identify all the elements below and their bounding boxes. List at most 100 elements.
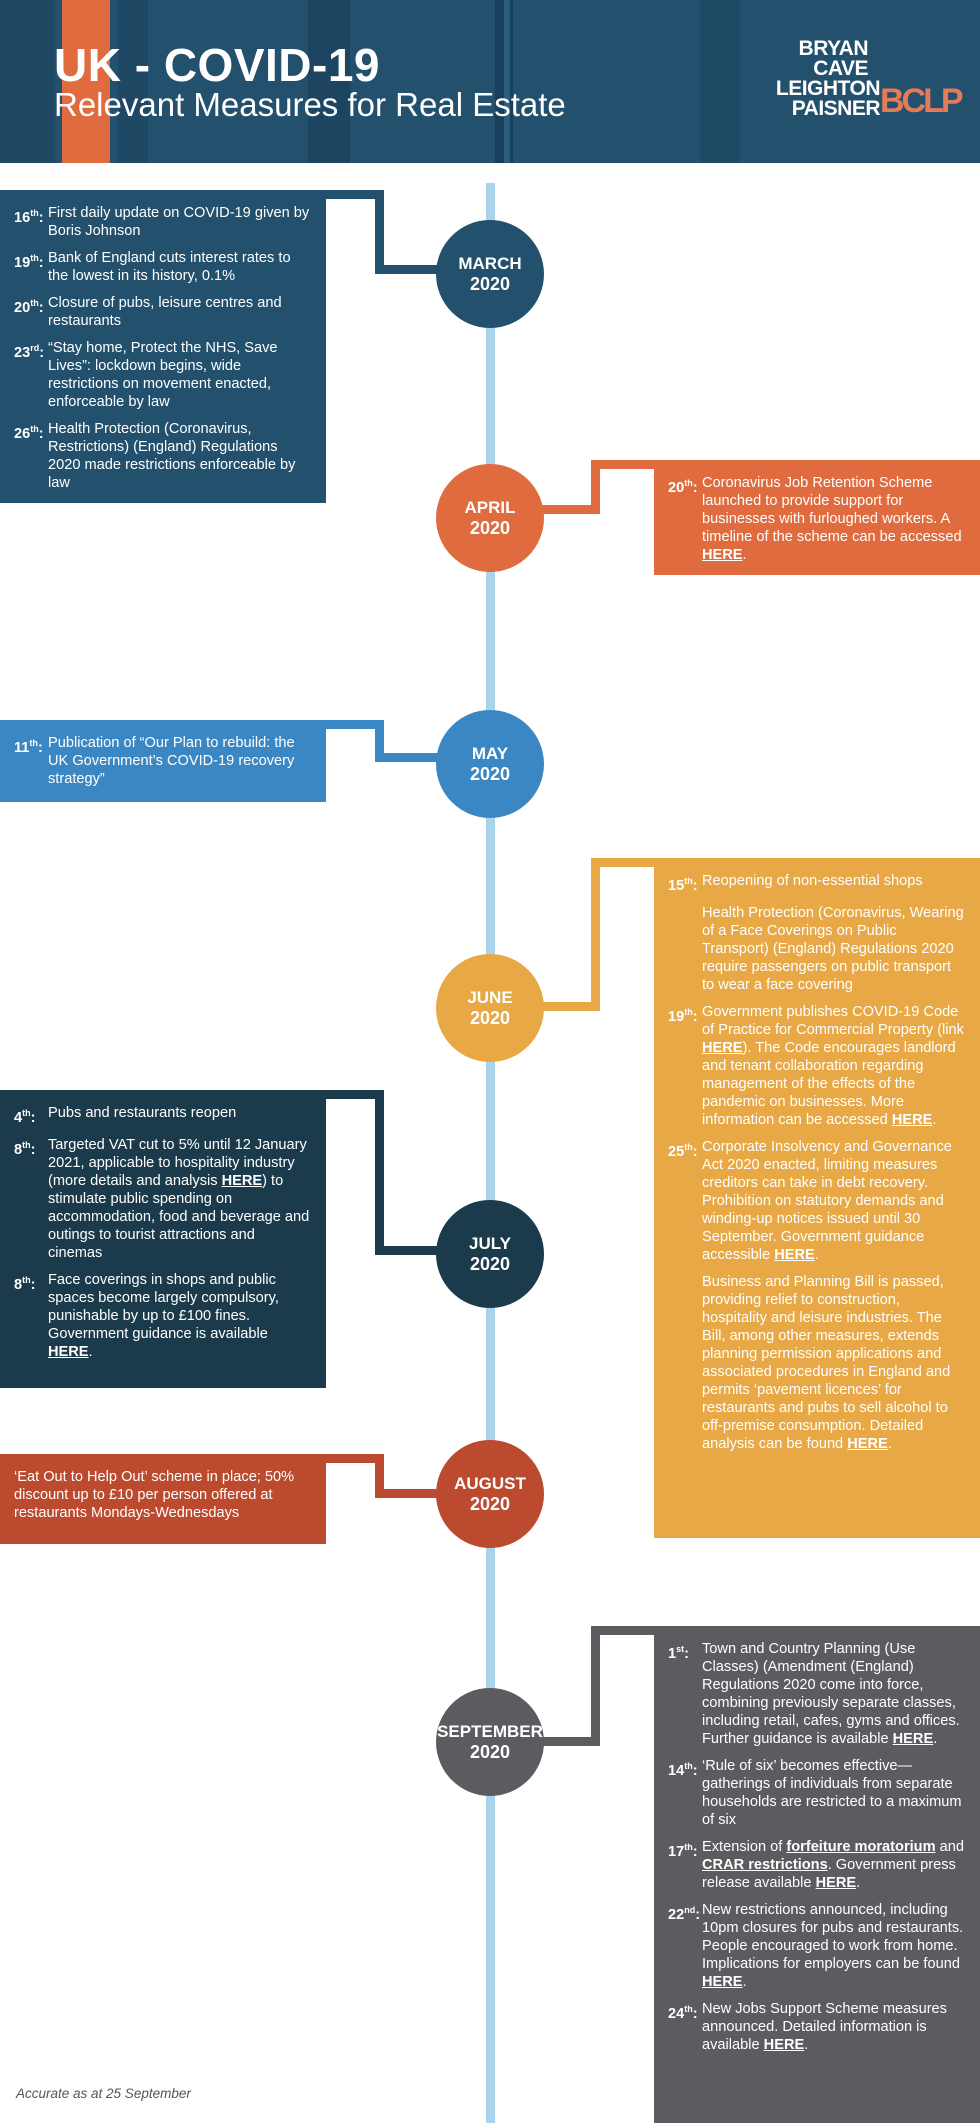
entry-date: 14th:: [668, 1761, 698, 1779]
entry-date: 19th:: [14, 253, 44, 271]
month-name: AUGUST: [454, 1474, 526, 1493]
timeline-entry: 8th: Face coverings in shops and public …: [14, 1271, 312, 1361]
entry-text: Health Protection (Coronavirus, Restrict…: [48, 421, 296, 491]
here-link[interactable]: HERE: [48, 1343, 89, 1360]
entry-date: [668, 904, 702, 994]
timeline-entry: Business and Planning Bill is passed, pr…: [668, 1273, 966, 1453]
month-node-may: MAY 2020: [436, 710, 544, 818]
connector-may: [375, 753, 445, 762]
timeline-entry: 20th: Coronavirus Job Retention Scheme l…: [668, 474, 966, 564]
connector-july: [375, 1246, 445, 1255]
logo-line: PAISNER: [791, 97, 881, 120]
here-link[interactable]: HERE: [702, 1974, 743, 1990]
logo-line: LEIGHTON: [775, 77, 881, 100]
here-link[interactable]: HERE: [815, 1875, 857, 1891]
entry-text: Extension of forfeiture moratorium and C…: [702, 1839, 964, 1891]
month-node-september: SEPTEMBER 2020: [436, 1688, 544, 1796]
entry-text: Closure of pubs, leisure centres and res…: [48, 295, 282, 329]
month-name: MARCH: [458, 254, 522, 273]
entry-text: Health Protection (Coronavirus, Wearing …: [702, 904, 964, 993]
timeline-entry: 8th: Targeted VAT cut to 5% until 12 Jan…: [14, 1136, 312, 1262]
connector-august: [375, 1454, 384, 1498]
entry-date: 8th:: [14, 1274, 36, 1293]
here-link[interactable]: HERE: [774, 1246, 815, 1263]
timeline-entry: 26th: Health Protection (Coronavirus, Re…: [14, 420, 312, 492]
month-name: JUNE: [467, 988, 513, 1007]
connector-july: [375, 1090, 384, 1255]
entry-text: “Stay home, Protect the NHS, Save Lives”…: [48, 340, 278, 410]
timeline-entry: Health Protection (Coronavirus, Wearing …: [668, 904, 966, 994]
here-link[interactable]: HERE: [221, 1172, 263, 1189]
bclp-logo: BRYAN CAVE LEIGHTON PAISNER BCLP: [740, 38, 964, 128]
connector-september: [591, 1626, 656, 1635]
header-stripe: [504, 0, 510, 163]
connector-august: [326, 1454, 384, 1463]
may-events-box: 11th: Publication of “Our Plan to rebuil…: [0, 720, 326, 802]
timeline-entry: 19th: Government publishes COVID-19 Code…: [668, 1003, 966, 1129]
entry-text: New restrictions announced, including 10…: [702, 1902, 964, 1990]
here-link[interactable]: HERE: [702, 1039, 743, 1056]
timeline-entry: 24th: New Jobs Support Scheme measures a…: [668, 2000, 966, 2054]
entry-date: 20th:: [668, 478, 698, 496]
entry-text: Face coverings in shops and public space…: [48, 1271, 279, 1360]
here-link[interactable]: HERE: [847, 1435, 888, 1452]
entry-text: ‘Rule of six’ becomes effective—gatherin…: [702, 1758, 962, 1828]
forfeiture-moratorium-link[interactable]: forfeiture moratorium: [786, 1839, 936, 1855]
header-stripe: [118, 0, 148, 163]
month-name: APRIL: [464, 498, 516, 517]
timeline-entry: 20th: Closure of pubs, leisure centres a…: [14, 294, 312, 330]
here-link[interactable]: HERE: [763, 2037, 805, 2053]
month-year: 2020: [469, 1742, 511, 1762]
connector-september: [540, 1737, 600, 1746]
entry-date: 1st:: [668, 1644, 690, 1662]
month-name: MAY: [471, 744, 509, 763]
month-node-march: MARCH 2020: [436, 220, 544, 328]
entry-date: 25th:: [668, 1141, 698, 1160]
month-year: 2020: [469, 274, 511, 294]
timeline-entry: 11th: Publication of “Our Plan to rebuil…: [14, 734, 312, 788]
entry-text: Business and Planning Bill is passed, pr…: [702, 1273, 951, 1452]
timeline-entry: 17th: Extension of forfeiture moratorium…: [668, 1838, 966, 1892]
connector-april: [540, 505, 600, 514]
entry-text: Publication of “Our Plan to rebuild: the…: [48, 735, 295, 787]
entry-text: Pubs and restaurants reopen: [48, 1105, 237, 1121]
entry-date: 16th:: [14, 208, 44, 226]
entry-text: Targeted VAT cut to 5% until 12 January …: [48, 1136, 310, 1261]
timeline-entry: 15th: Reopening of non-essential shops: [668, 872, 966, 895]
entry-date: 19th:: [668, 1006, 698, 1025]
entry-date: [668, 1273, 702, 1453]
month-year: 2020: [469, 1008, 511, 1028]
here-link[interactable]: HERE: [892, 1731, 934, 1747]
month-year: 2020: [469, 764, 511, 784]
here-link[interactable]: HERE: [891, 1111, 933, 1128]
header-stripe-accent: [62, 0, 110, 163]
entry-date: 23rd:: [14, 343, 45, 361]
timeline-entry: 25th: Corporate Insolvency and Governanc…: [668, 1138, 966, 1264]
timeline-entry: 22nd: New restrictions announced, includ…: [668, 1901, 966, 1991]
entry-text: First daily update on COVID-19 given by …: [48, 205, 310, 239]
page-title: UK - COVID-19: [54, 39, 380, 91]
entry-text: Corporate Insolvency and Governance Act …: [702, 1138, 952, 1263]
connector-june: [591, 858, 656, 867]
entry-date: 20th:: [14, 298, 44, 316]
connector-march: [375, 265, 445, 274]
september-events-box: 1st: Town and Country Planning (Use Clas…: [654, 1626, 980, 2123]
connector-june: [591, 858, 600, 1011]
month-year: 2020: [469, 1254, 511, 1274]
crar-restrictions-link[interactable]: CRAR restrictions: [702, 1857, 828, 1873]
march-events-box: 16th: First daily update on COVID-19 giv…: [0, 190, 326, 503]
timeline-entry: 1st: Town and Country Planning (Use Clas…: [668, 1640, 966, 1748]
connector-april: [591, 460, 600, 514]
entry-text: New Jobs Support Scheme measures announc…: [702, 2001, 947, 2053]
connector-august: [375, 1489, 445, 1498]
timeline-entry: 16th: First daily update on COVID-19 giv…: [14, 204, 312, 240]
entry-date: 15th:: [668, 876, 698, 894]
month-name: SEPTEMBER: [437, 1722, 543, 1741]
timeline-entry: 4th: Pubs and restaurants reopen: [14, 1104, 312, 1127]
timeline-entry: 23rd: “Stay home, Protect the NHS, Save …: [14, 339, 312, 411]
here-link[interactable]: HERE: [702, 547, 743, 563]
entry-text: Reopening of non-essential shops: [702, 873, 923, 889]
connector-march: [375, 190, 384, 274]
timeline-line: [486, 183, 495, 2123]
entry-text: ‘Eat Out to Help Out’ scheme in place; 5…: [14, 1469, 295, 1521]
